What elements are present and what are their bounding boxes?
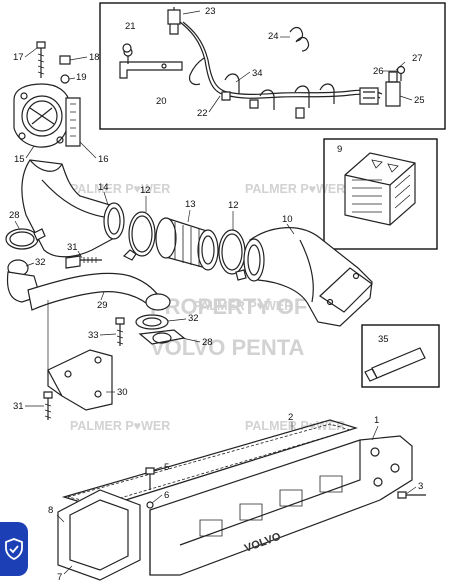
- hose-and-clamps: 12 13 12: [122, 185, 247, 281]
- intake-manifold: VOLVO 2 1 3 5 6 8 7: [48, 412, 426, 583]
- callout-2: 2: [288, 412, 293, 423]
- callout-19: 19: [76, 72, 87, 83]
- callout-10: 10: [282, 214, 293, 225]
- callout-12: 12: [140, 185, 151, 196]
- intake-pipe: 10: [243, 214, 373, 327]
- shield-check-icon: [5, 538, 23, 560]
- callout-15: 15: [14, 154, 25, 165]
- callout-7: 7: [57, 572, 62, 583]
- callout-35: 35: [378, 334, 389, 345]
- flange-group: 32 28 33: [88, 313, 213, 348]
- callout-13: 13: [185, 199, 196, 210]
- callout-16: 16: [98, 154, 109, 165]
- support-bracket: 30 31: [13, 300, 128, 420]
- callout-1: 1: [374, 415, 379, 426]
- wiring-harness-detail-box: 21 23 24 27 26 34 20 22 25: [99, 2, 446, 130]
- callout-12: 12: [228, 200, 239, 211]
- callout-18: 18: [89, 52, 100, 63]
- watermark-palmer-power: PALMER P♥WER: [245, 182, 345, 196]
- callout-26: 26: [373, 66, 384, 77]
- watermark-palmer-power: PALMER P♥WER: [70, 182, 170, 196]
- intake-elbow: 14: [21, 159, 125, 258]
- callout-24: 24: [268, 31, 279, 42]
- callout-30: 30: [117, 387, 128, 398]
- callout-31: 31: [13, 401, 24, 412]
- callout-3: 3: [418, 481, 423, 492]
- callout-22: 22: [197, 108, 208, 119]
- callout-25: 25: [414, 95, 425, 106]
- callout-8: 8: [48, 505, 53, 516]
- security-badge[interactable]: [0, 522, 28, 576]
- callout-23: 23: [205, 6, 216, 17]
- egr-pipe-group: 28 31 32 29: [5, 210, 171, 311]
- watermark-layer: PALMER P♥WER PALMER P♥WER PALMER P♥WER P…: [70, 182, 345, 433]
- callout-14: 14: [98, 182, 109, 193]
- callout-27: 27: [412, 53, 423, 64]
- callout-20: 20: [156, 96, 167, 107]
- control-unit-detail-box: 9: [323, 138, 438, 250]
- sealant-tube-detail-box: 35: [361, 324, 440, 388]
- callout-29: 29: [97, 300, 108, 311]
- watermark-palmer-power: PALMER P♥WER: [193, 299, 293, 313]
- callout-34: 34: [252, 68, 263, 79]
- callout-32: 32: [188, 313, 199, 324]
- throttle-body: 17 18 19 15 16: [13, 41, 109, 165]
- callout-33: 33: [88, 330, 99, 341]
- callout-17: 17: [13, 52, 24, 63]
- callout-21: 21: [125, 21, 136, 32]
- callout-28: 28: [9, 210, 20, 221]
- callout-5: 5: [164, 462, 169, 473]
- callout-9: 9: [337, 144, 342, 155]
- callout-6: 6: [164, 490, 169, 501]
- callout-32: 32: [35, 257, 46, 268]
- watermark-palmer-power: PALMER P♥WER: [70, 419, 170, 433]
- watermark-property-of: PROPERTY OF: [150, 294, 307, 319]
- callout-31: 31: [67, 242, 78, 253]
- watermark-palmer-power: PALMER P♥WER: [245, 419, 345, 433]
- callout-28: 28: [202, 337, 213, 348]
